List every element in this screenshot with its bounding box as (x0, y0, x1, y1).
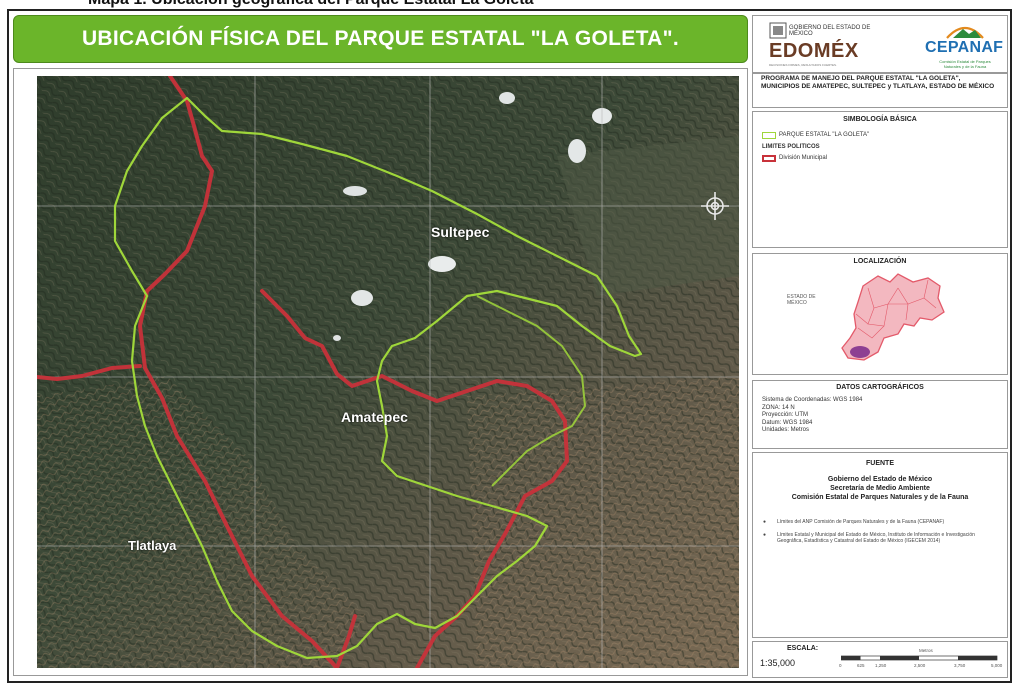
location-title: LOCALIZACIÓN (853, 258, 907, 265)
source-orgs: Gobierno del Estado de México Secretaría… (791, 476, 969, 501)
north-arrow (701, 192, 729, 220)
header-logos: GOBIERNO DEL ESTADO DE MÉXICO EDOMÉX DEC… (752, 15, 1008, 73)
park-swatch (762, 132, 776, 139)
satellite-map[interactable]: Sultepec Amatepec Tlatlaya (37, 76, 739, 668)
source-title: FUENTE (866, 460, 894, 467)
cartographic-data-panel: DATOS CARTOGRÁFICOS Sistema de Coordenad… (752, 380, 1008, 449)
cartographic-lines: Sistema de Coordenadas: WGS 1984 ZONA: 1… (762, 397, 863, 433)
map-title: UBICACIÓN FÍSICA DEL PARQUE ESTATAL "LA … (81, 27, 680, 50)
source-bullets: ●Límites del ANP Comisión de Parques Nat… (763, 519, 975, 544)
legend-park-label: PARQUE ESTATAL "LA GOLETA" (779, 132, 870, 138)
legend-panel: SIMBOLOGÍA BÁSICA PARQUE ESTATAL "LA GOL… (752, 111, 1008, 248)
state-seal-icon (769, 22, 787, 39)
cartographic-title: DATOS CARTOGRÁFICOS (836, 384, 924, 391)
scale-label: ESCALA: (787, 645, 819, 652)
label-tlatlaya: Tlatlaya (128, 538, 177, 553)
map-panel: Sultepec Amatepec Tlatlaya (13, 68, 748, 676)
park-boundary (113, 96, 643, 660)
mountain-sun-icon (946, 26, 984, 39)
map-title-bar: UBICACIÓN FÍSICA DEL PARQUE ESTATAL "LA … (13, 15, 748, 63)
label-sultepec: Sultepec (431, 224, 490, 240)
state-label: ESTADO DE MÉXICO (787, 294, 816, 306)
program-description: PROGRAMA DE MANEJO DEL PARQUE ESTATAL "L… (752, 73, 1008, 108)
scale-ticks: 0 625 1,250 2,500 3,750 5,000 (839, 663, 1003, 668)
location-panel: LOCALIZACIÓN ESTADO DE MÉXICO (752, 253, 1008, 375)
scale-bar (841, 655, 998, 661)
clipped-caption: Mapa 1. Ubicación geográfica del Parque … (0, 0, 1021, 9)
scale-unit: Metros (919, 648, 933, 653)
state-locator-map (841, 273, 945, 361)
legend-division-label: División Municipal (779, 155, 828, 161)
source-panel: FUENTE Gobierno del Estado de México Sec… (752, 452, 1008, 638)
scale-value: 1:35,000 (760, 658, 796, 668)
legend-title: SIMBOLOGÍA BÁSICA (843, 116, 917, 123)
municipal-boundary (37, 76, 569, 668)
division-swatch (762, 155, 776, 162)
label-amatepec: Amatepec (341, 409, 408, 425)
scale-panel: ESCALA: 1:35,000 Metros 0 625 1,250 2,50… (752, 641, 1008, 678)
map-graphic (37, 76, 739, 668)
legend-limits-title: LIMITES POLITICOS (762, 144, 820, 150)
